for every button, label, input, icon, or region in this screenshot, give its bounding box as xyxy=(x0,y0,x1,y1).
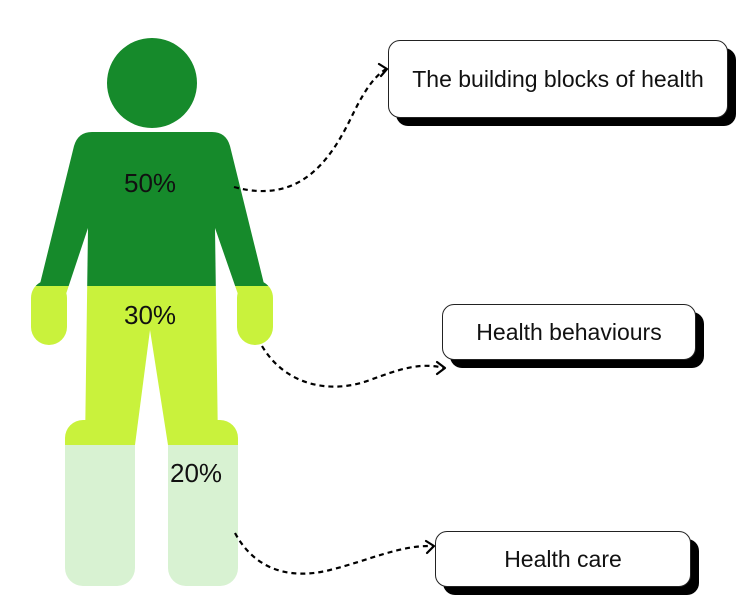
percent-label-bottom: 20% xyxy=(170,458,223,488)
arrowhead-middle-icon xyxy=(435,360,447,376)
leg-gap xyxy=(135,330,168,445)
label-box-health-behaviours: Health behaviours xyxy=(442,304,696,360)
segment-top-band xyxy=(31,38,273,286)
connector-arrow-middle xyxy=(261,345,445,388)
label-text-health-care: Health care xyxy=(504,545,622,572)
arrowhead-bottom-icon xyxy=(424,539,436,555)
label-box-health-care: Health care xyxy=(435,531,691,587)
connector-arrow-top xyxy=(233,68,387,193)
label-text-health-behaviours: Health behaviours xyxy=(476,318,662,345)
connector-arrow-bottom xyxy=(234,532,434,575)
percent-label-middle: 30% xyxy=(124,300,177,330)
percent-label-top: 50% xyxy=(124,168,177,198)
arrowhead-top-icon xyxy=(377,62,389,78)
label-text-building-blocks: The building blocks of health xyxy=(412,65,704,92)
label-box-building-blocks: The building blocks of health xyxy=(388,40,728,118)
segment-bottom-band xyxy=(31,445,273,586)
